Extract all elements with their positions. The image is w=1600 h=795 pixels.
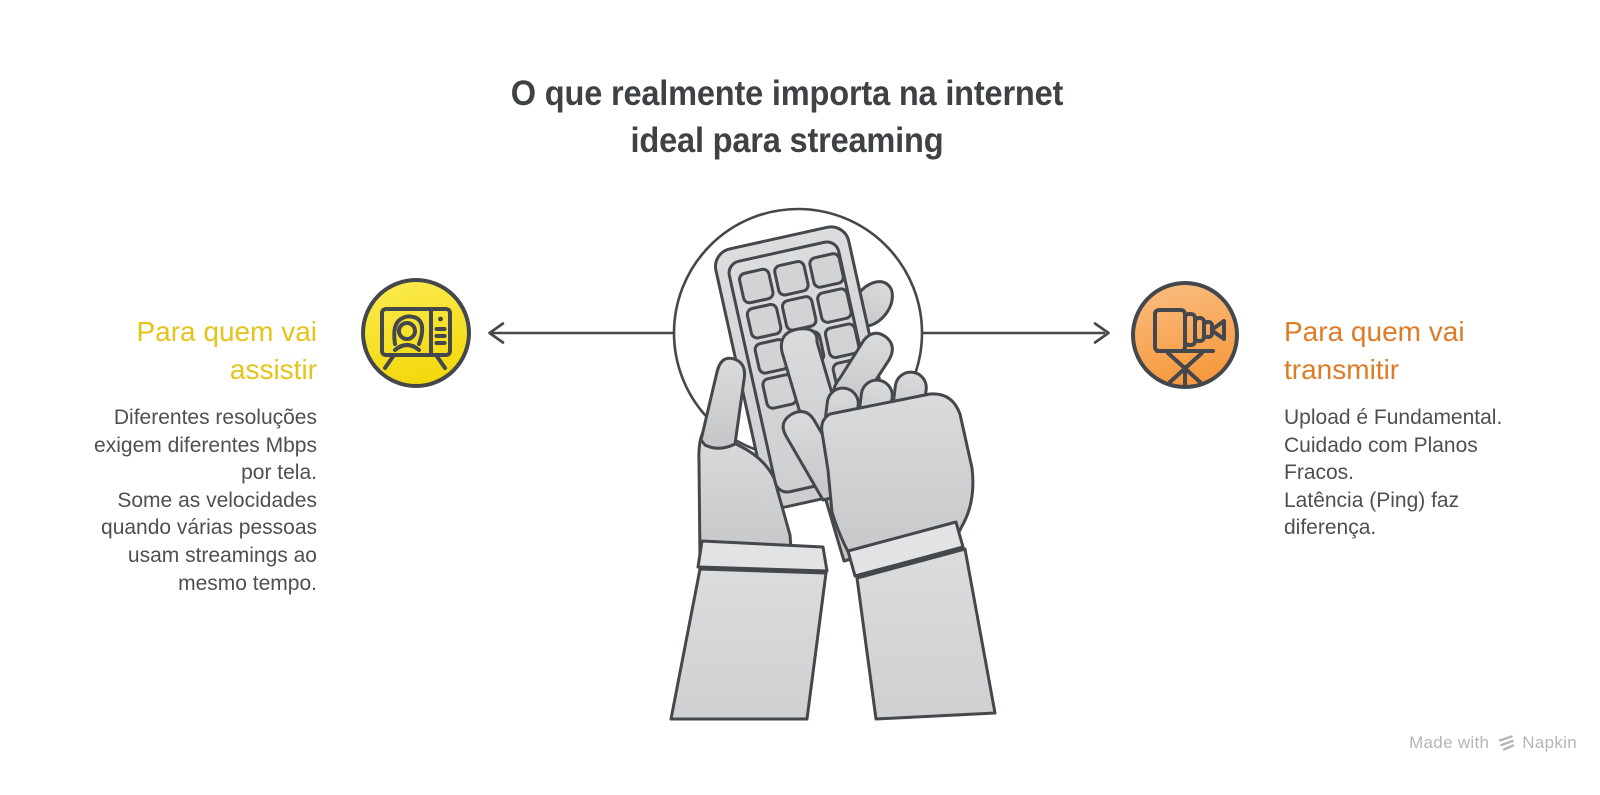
page-title-line-2: ideal para streaming [630,121,944,160]
watermark-brand: Napkin [1522,733,1577,752]
left-section-heading: Para quem vai assistir [57,313,317,389]
right-heading-line-1: Para quem vai [1284,316,1465,347]
left-body-line: Some as velocidades [117,488,317,512]
page-title-line-1: O que realmente importa na internet [510,74,1064,113]
right-body-line: Upload é Fundamental. [1284,406,1503,429]
left-heading-line-2: assistir [229,354,317,385]
tv-viewer-icon [361,278,471,388]
right-body-line: Latência (Ping) faz [1284,488,1460,512]
napkin-logo-icon [1499,734,1515,751]
video-camera-tripod-icon [1131,281,1239,389]
right-heading-line-2: transmitir [1284,354,1400,385]
left-body-line: por tela. [241,461,317,485]
right-section-heading: Para quem vai transmitir [1284,313,1564,389]
left-body-line: exigem diferentes Mbps [94,433,317,457]
watermark: Made with Napkin [1409,733,1577,753]
page-title: O que realmente importa na internet idea… [55,70,1519,164]
left-section-body: Diferentes resoluções exigem diferentes … [40,404,317,597]
right-arrow [923,322,1110,344]
right-body-line: diferença. [1284,516,1377,540]
right-body-line: Cuidado com Planos [1284,433,1478,457]
hands-holding-smartphone-illustration [669,207,997,721]
left-hand [697,356,794,564]
right-section-body: Upload é Fundamental. Cuidado com Planos… [1284,404,1544,542]
left-heading-line-1: Para quem vai [136,316,317,347]
watermark-prefix: Made with [1409,733,1490,752]
sleeves [669,520,997,721]
right-hand [779,327,975,574]
left-arrow [488,322,673,344]
left-body-line: Diferentes resoluções [113,406,317,429]
left-body-line: quando várias pessoas [101,516,317,540]
left-body-line: usam streamings ao [127,543,317,567]
left-body-line: mesmo tempo. [178,571,317,595]
right-body-line: Fracos. [1284,461,1355,485]
